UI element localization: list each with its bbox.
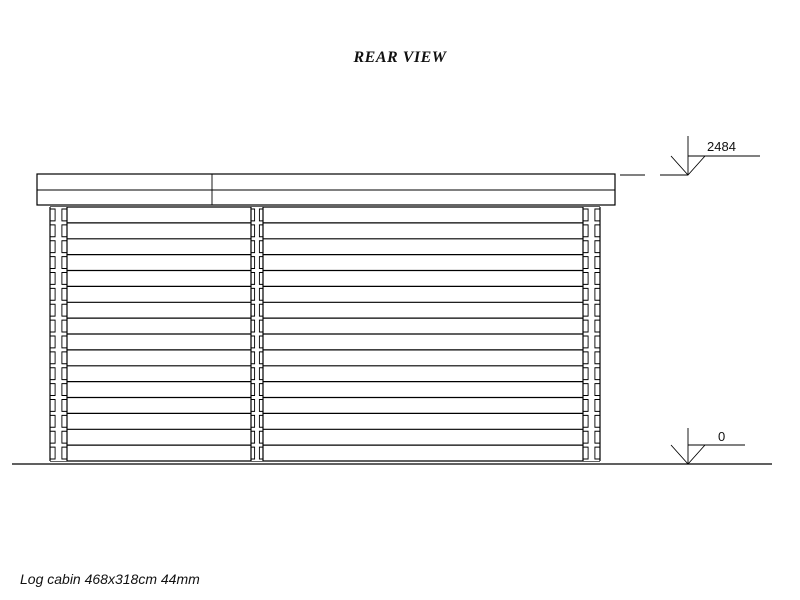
- top-level-label: 2484: [707, 139, 736, 154]
- post: [250, 207, 264, 461]
- post: [49, 207, 68, 461]
- view-title: REAR VIEW: [353, 49, 447, 66]
- post: [582, 207, 601, 461]
- wall-posts: [49, 207, 601, 461]
- top-level-marker: 2484: [620, 136, 760, 176]
- wall-logs: [50, 206, 600, 462]
- ground-level-marker: 0: [670, 428, 745, 465]
- roof: [36, 173, 616, 206]
- cabin-caption: Log cabin 468x318cm 44mm: [20, 571, 200, 587]
- ground-level-label: 0: [718, 429, 725, 444]
